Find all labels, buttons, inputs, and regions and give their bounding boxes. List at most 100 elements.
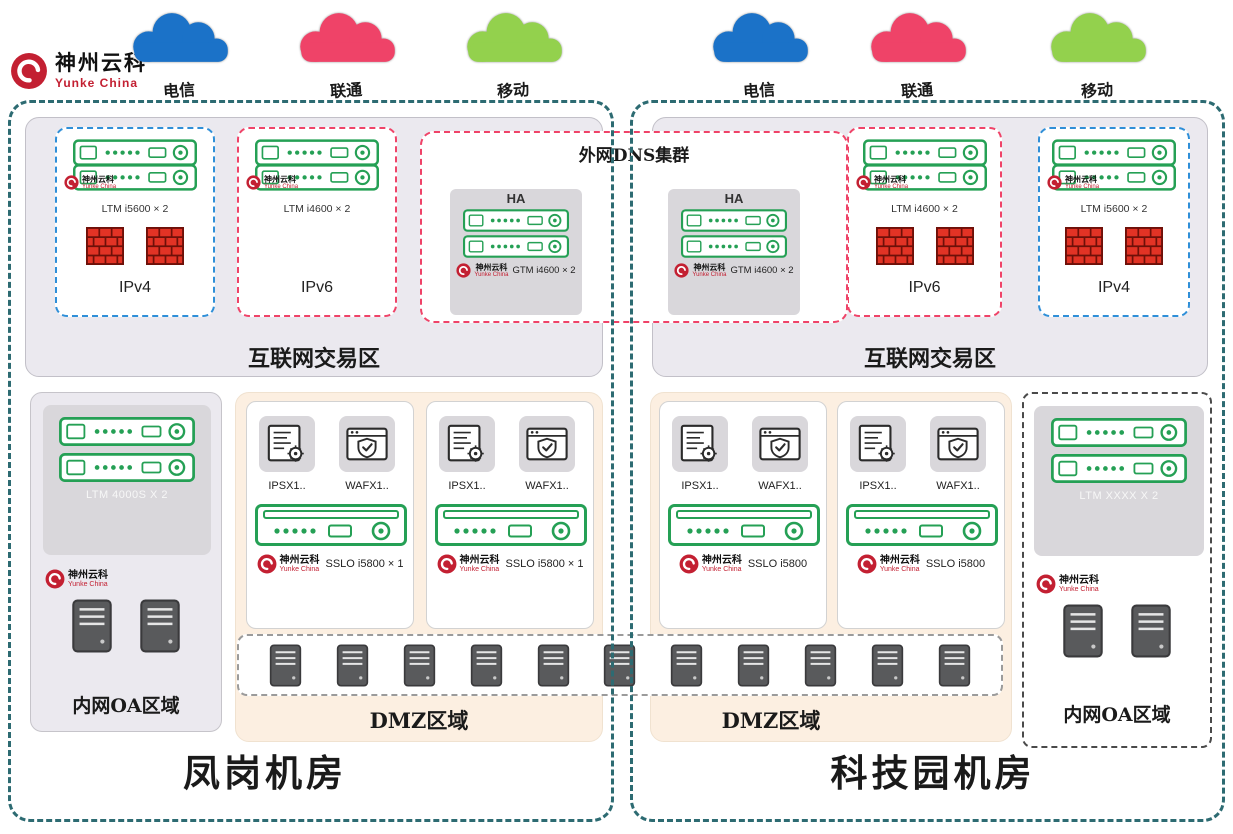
sslo-device-icon: [255, 504, 407, 546]
oa-zone-label: 内网OA区域: [72, 695, 180, 717]
isp-label: 移动: [496, 79, 530, 102]
ips-tile: [850, 416, 906, 472]
gtm-device-icon: [463, 209, 569, 232]
cloud-icon: [871, 13, 966, 62]
logo-subtitle: Yunke China: [701, 566, 742, 574]
ip-version-label: IPv4: [118, 279, 151, 296]
company-logo: 神州云科 Yunke China: [10, 52, 147, 90]
waf-tile: [752, 416, 808, 472]
logo-title: 神州云科: [279, 554, 320, 566]
sslo-device-icon: [846, 504, 998, 546]
logo-subtitle: Yunke China: [692, 272, 727, 279]
device-model-label: LTM XXXX X 2: [1079, 490, 1159, 502]
waf-icon: [346, 427, 388, 461]
dmz-zone-label: DMZ区域: [369, 708, 469, 733]
server-icon: [403, 643, 436, 687]
waf-tile: [930, 416, 986, 472]
ip-version-label: IPv4: [1097, 279, 1130, 296]
logo-title: 神州云科: [874, 175, 906, 184]
server-icon: [604, 643, 636, 687]
firewall-icon: [935, 227, 974, 265]
cloud-icon: [467, 13, 562, 62]
logo-subtitle: Yunke China: [459, 566, 500, 574]
device-model-label: LTM 4000S X 2: [85, 489, 169, 501]
gtm-device-icon: [681, 209, 787, 232]
dns-cluster-title: 外网DNS集群: [578, 146, 690, 166]
company-logo-text: 神州云科 Yunke China: [55, 52, 147, 90]
server-icon: [671, 643, 703, 687]
isp-cloud-unicom-left: 联通: [285, 6, 407, 101]
cloud-icon: [713, 13, 808, 62]
yunke-swirl-icon: [436, 554, 457, 574]
logo-title: 神州云科: [475, 263, 508, 272]
waf-icon: [937, 427, 979, 461]
device-model-label: LTM i4600 × 2: [283, 203, 351, 215]
sslo-device-icon: [668, 504, 820, 546]
room-label-fenggang: 凤岗机房: [183, 751, 347, 795]
logo-subtitle: Yunke China: [1065, 184, 1100, 191]
yunke-swirl-icon: [856, 554, 877, 574]
firewall-icon: [875, 227, 914, 265]
firewall-pair: [57, 227, 213, 265]
server-icon: [140, 599, 180, 653]
logo-title: 神州云科: [68, 569, 108, 581]
ltm-device-panel: LTM XXXX X 2: [1034, 406, 1204, 556]
device-model-label: LTM i5600 × 2: [1080, 203, 1148, 215]
cloud-icon: [133, 13, 228, 62]
logo-title: 神州云科: [879, 554, 920, 566]
firewall-pair: [849, 227, 1000, 265]
ip-version-label: IPv6: [300, 279, 333, 296]
sslo-device-icon: [435, 504, 587, 546]
yunke-swirl-icon: [1036, 574, 1056, 594]
logo-title: 神州云科: [264, 175, 296, 184]
ha-label: HA: [724, 191, 744, 206]
yunke-swirl-icon: [246, 175, 261, 191]
logo-subtitle: Yunke China: [68, 581, 108, 589]
server-icon: [938, 643, 971, 687]
isp-cloud-telecom-left: 电信: [118, 6, 240, 101]
firewall-icon: [1065, 227, 1103, 265]
device-model-label: LTM i5600 × 2: [101, 203, 169, 215]
device-model-label: SSLO i5800: [925, 558, 986, 570]
oa-servers: [1024, 604, 1210, 658]
yunke-swirl-icon: [678, 554, 699, 574]
firewall-pair: [1040, 227, 1188, 265]
logo-subtitle: Yunke China: [874, 184, 909, 191]
yunke-swirl-icon: [856, 175, 871, 191]
waf-label: WAFX1..: [345, 480, 389, 492]
device-model-label: GTM i4600 × 2: [730, 265, 794, 277]
trade-zone-label: 互联网交易区: [247, 346, 380, 372]
server-icon: [72, 599, 112, 653]
yunke-swirl-icon: [1047, 175, 1062, 191]
yunke-swirl-icon: [45, 569, 65, 589]
ips-icon: [447, 424, 485, 463]
isp-label: 电信: [742, 79, 776, 102]
oa-zone-label: 内网OA区域: [1063, 704, 1171, 726]
logo-subtitle: Yunke China: [474, 272, 509, 279]
waf-tile: [519, 416, 575, 472]
ips-label: IPSX1..: [268, 480, 306, 492]
ips-icon: [680, 424, 718, 463]
yunke-swirl-icon: [10, 52, 48, 90]
logo-title: 神州云科: [1065, 175, 1097, 184]
ltm-device-icon: [59, 453, 195, 482]
firewall-icon: [1125, 227, 1163, 265]
logo-subtitle: Yunke China: [55, 76, 139, 91]
